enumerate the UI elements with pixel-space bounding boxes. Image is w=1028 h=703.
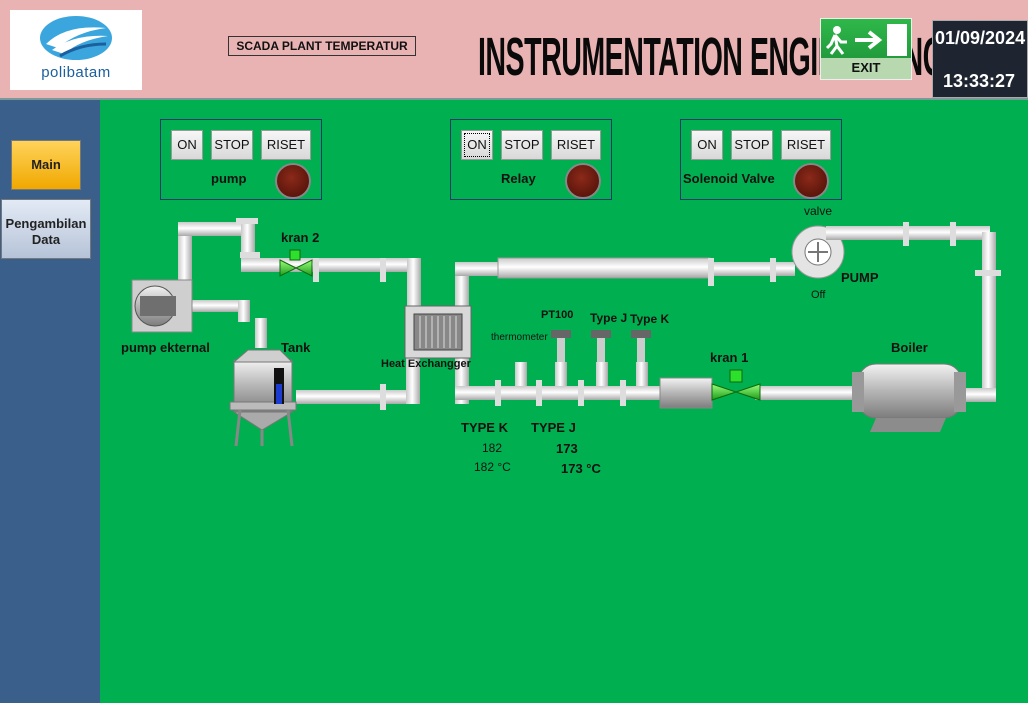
sensor-pt100 [551, 330, 571, 362]
relay-reset-button[interactable]: RISET [551, 130, 601, 160]
type-k-sensor-label: Type K [630, 312, 670, 326]
pump-stop-button[interactable]: STOP [211, 130, 253, 160]
data-nav-button[interactable]: Pengambilan Data [1, 199, 91, 259]
pump-state-label: Off [811, 289, 826, 301]
external-pump [131, 279, 193, 333]
pump-status-lamp-icon [275, 163, 311, 199]
tank [229, 349, 297, 447]
relay-status-lamp-icon [565, 163, 601, 199]
pipe-hx-to-boiler [455, 348, 855, 409]
pipe-hx-to-pump [455, 257, 795, 308]
pipe-top-left [178, 218, 421, 308]
valve-stop-button[interactable]: STOP [731, 130, 773, 160]
tank-label: Tank [281, 340, 311, 355]
exit-label: EXIT [851, 60, 881, 75]
exit-label-bar [821, 58, 911, 79]
kran2-label: kran 2 [281, 230, 320, 245]
pump-on-button[interactable]: ON [171, 130, 203, 160]
plant-title: SCADA PLANT TEMPERATUR [228, 36, 416, 56]
relay-stop-button[interactable]: STOP [501, 130, 543, 160]
thermometer-label: thermometer [491, 332, 548, 343]
pump-external-label: pump ekternal [121, 340, 210, 355]
pt100-label: PT100 [541, 309, 574, 321]
relay-control-panel: ON STOP RISET Relay [450, 119, 612, 200]
main-nav-button[interactable]: Main [11, 140, 81, 190]
boiler-label: Boiler [891, 340, 928, 355]
pump-reset-button[interactable]: RISET [261, 130, 311, 160]
valve-label: valve [804, 204, 833, 218]
type-k-reading-label: TYPE K [461, 420, 508, 435]
kran1-label: kran 1 [710, 350, 749, 365]
type-k-raw-value: 182 [482, 441, 503, 455]
pipe-pump-to-boiler [840, 222, 1001, 402]
sensor-type-j [591, 330, 611, 362]
type-j-temperature: 173 °C [561, 461, 601, 476]
type-j-sensor-label: Type J [590, 311, 628, 325]
kran1-valve-icon [711, 369, 761, 401]
logo-swoosh-icon [40, 16, 112, 60]
date-text: 01/09/2024 [935, 28, 1026, 48]
exit-icon [825, 24, 907, 56]
boiler [852, 363, 966, 432]
valve-status-lamp-icon [793, 163, 829, 199]
logo-text: polibatam [41, 64, 111, 81]
pump-control-panel: ON STOP RISET pump [160, 119, 322, 200]
valve-on-button[interactable]: ON [691, 130, 723, 160]
sensor-type-k [631, 330, 651, 362]
datetime-display: 01/09/2024 13:33:27 [932, 20, 1028, 98]
pump-label: PUMP [841, 270, 879, 285]
type-j-reading-label: TYPE J [531, 420, 576, 435]
exit-button[interactable]: EXIT [820, 18, 912, 80]
type-k-temperature: 182 °C [474, 460, 511, 474]
heat-exchanger-label: Heat Exchangger [381, 358, 471, 370]
heat-exchanger [404, 305, 472, 359]
type-j-raw-value: 173 [556, 441, 578, 456]
valve-panel-label: Solenoid Valve [683, 171, 775, 186]
time-text: 13:33:27 [943, 71, 1016, 91]
kran2-valve-icon [279, 249, 313, 277]
pipe-pump-to-tank [190, 300, 267, 348]
centrifugal-pump [791, 225, 846, 279]
header-divider [0, 98, 1028, 100]
pump-panel-label: pump [211, 171, 247, 186]
relay-on-button[interactable]: ON [461, 130, 493, 160]
pipe-tank-to-hx [296, 348, 420, 410]
relay-panel-label: Relay [501, 171, 536, 186]
solenoid-control-panel: ON STOP RISET Solenoid Valve [680, 119, 842, 200]
polibatam-logo: polibatam [10, 10, 142, 90]
valve-reset-button[interactable]: RISET [781, 130, 831, 160]
